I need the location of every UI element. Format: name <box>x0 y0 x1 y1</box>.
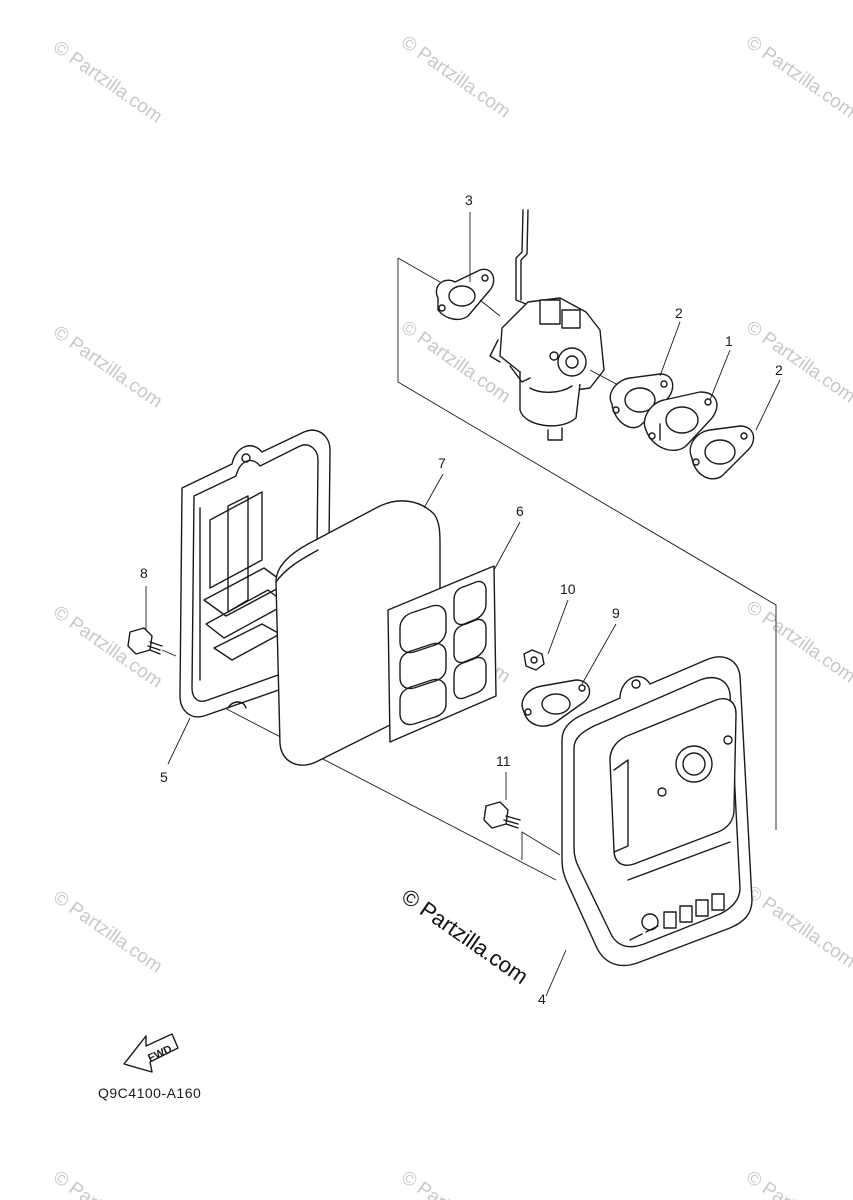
watermark-text: © Partzilla.com <box>49 1167 166 1200</box>
callout-4: 4 <box>538 991 546 1007</box>
watermark-text: © Partzilla.com <box>49 887 166 978</box>
callout-1: 1 <box>725 333 733 349</box>
watermark-text: © Partzilla.com <box>742 317 853 408</box>
callout-11: 11 <box>496 753 511 769</box>
bolt-part-8 <box>127 627 177 657</box>
watermark-text: © Partzilla.com <box>742 597 853 688</box>
callout-10: 10 <box>560 581 576 597</box>
gasket-part-2-lower <box>689 425 755 480</box>
watermark-text: © Partzilla.com <box>742 882 853 973</box>
nut-part-10 <box>523 649 545 671</box>
callout-8: 8 <box>140 565 148 581</box>
watermark-text: © Partzilla.com <box>397 32 514 123</box>
callout-3: 3 <box>465 192 473 208</box>
bolt-part-11 <box>483 801 521 829</box>
callout-7: 7 <box>438 455 446 471</box>
watermark-text: © Partzilla.com <box>397 1167 514 1200</box>
air-cleaner-cover-part-4 <box>561 656 753 967</box>
callout-2: 2 <box>775 362 783 378</box>
gasket-part-2-upper <box>609 373 674 429</box>
diagram-code: Q9C4100-A160 <box>98 1085 201 1101</box>
gasket-part-3 <box>435 268 501 321</box>
watermark-text: © Partzilla.com <box>742 1167 853 1200</box>
watermark-text: © Partzilla.com <box>397 317 514 408</box>
carburetor <box>489 209 621 441</box>
leader-lines <box>145 212 781 997</box>
callout-2: 2 <box>675 305 683 321</box>
callout-9: 9 <box>612 605 620 621</box>
assembly-frame-lines <box>189 257 777 881</box>
callout-labels: 3 2 1 2 7 6 8 10 9 11 5 4 <box>140 192 783 1007</box>
callout-5: 5 <box>160 769 168 785</box>
watermark-text-large: © Partzilla.com <box>397 884 533 990</box>
insulator-part-1 <box>643 391 718 451</box>
callout-6: 6 <box>516 503 524 519</box>
filter-grid-part-6 <box>387 565 497 743</box>
gasket-part-9 <box>521 679 591 727</box>
watermark-text: © Partzilla.com <box>742 32 853 123</box>
watermark-text: © Partzilla.com <box>49 37 166 128</box>
watermark-text: © Partzilla.com <box>49 322 166 413</box>
forward-arrow-icon: FWD <box>123 1033 179 1073</box>
